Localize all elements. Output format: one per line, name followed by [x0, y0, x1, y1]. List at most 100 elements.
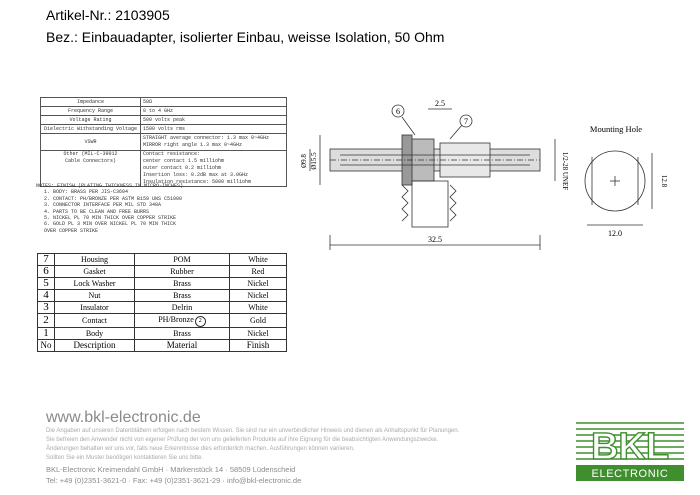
dim-d2-text: Ø9.8 [300, 154, 308, 168]
callout-7-leader [449, 124, 463, 140]
header-finish: Finish [229, 339, 287, 352]
spec-label: VSWR [40, 133, 141, 151]
logo-band [576, 465, 684, 481]
part-no: 4 [37, 289, 55, 302]
callout-6-leader [401, 116, 416, 136]
spec-label: Frequency Range [40, 106, 141, 116]
note-line: 1. BODY: BRASS PER JIS-C3604 [44, 189, 129, 196]
part-material: POM [134, 253, 230, 266]
part-material: Rubber [134, 265, 230, 278]
part-description: Contact [54, 313, 135, 328]
header-description: Description [54, 339, 135, 352]
callout-6-circle [391, 104, 405, 118]
note-line: 4. PARTS TO BE CLEAN AND FREE BURRS [44, 208, 150, 215]
callout-6-label: 6 [396, 107, 400, 116]
note-line: 3. CONNECTOR INTERFACE PER MIL STD 348A [44, 202, 162, 209]
spec-value: 50Ω [140, 97, 287, 107]
spec-value: STRAIGHT average connector: 1.3 max 0~4G… [140, 133, 287, 151]
part-no: 5 [37, 277, 55, 290]
disclaimer-line: Änderungen behalten wir uns vor, falls n… [46, 446, 355, 452]
part-finish: Red [229, 265, 287, 278]
note-line: NOTES: FINISH (PLATING THICKNESS IN MICR… [36, 183, 184, 189]
header-material: Material [134, 339, 230, 352]
part-description: Lock Washer [54, 277, 135, 290]
logo-stripes [576, 422, 684, 460]
note-line: 6. GOLD PL 3 MIN OVER NICKEL PL 70 MIN T… [44, 221, 177, 228]
callout-7-circle [459, 114, 473, 128]
header-no: No [37, 339, 55, 352]
mounting-hole-label: Mounting Hole [590, 124, 642, 134]
footer-url[interactable]: www.bkl-electronic.de [46, 409, 201, 426]
part-description: Gasket [54, 265, 135, 278]
part-finish: Nickel [229, 289, 287, 302]
dim-d1-text: Ø15.5 [310, 152, 318, 170]
spec-value: 500 volts peak [140, 115, 287, 125]
logo-sub-text: ELECTRONIC [592, 468, 669, 480]
article-description: Bez.: Einbauadapter, isolierter Einbau, … [46, 29, 445, 45]
dim-length-text: 32.5 [428, 235, 442, 244]
spec-label: Dielectric Withstanding Voltage [40, 124, 141, 134]
spec-value: Contact resistance: center contact 1.5 m… [140, 150, 287, 187]
part-description: Nut [54, 289, 135, 302]
disclaimer-line: Sie befreien den Anwender nicht von eige… [46, 437, 439, 443]
finish-notes: NOTES: FINISH (PLATING THICKNESS IN MICR… [36, 183, 183, 234]
bkl-logo: BKL ELECTRONIC [576, 419, 684, 481]
part-material: Brass [134, 289, 230, 302]
part-finish: Gold [229, 313, 287, 328]
note-line: 5. NICKEL PL 70 MIN THICK OVER COPPER ST… [44, 215, 177, 222]
part-description: Insulator [54, 301, 135, 314]
mounting-hole-circle [584, 150, 646, 212]
part-no: 7 [37, 253, 55, 266]
part-description: Housing [54, 253, 135, 266]
part-description: Body [54, 327, 135, 340]
spec-label: Impedance [40, 97, 141, 107]
thread-right [449, 184, 457, 222]
part-material: Brass [134, 327, 230, 340]
article-number: Artikel-Nr.: 2103905 [46, 7, 170, 23]
spec-label: Other (MIL-C-39012 Cable Connectors) [40, 150, 141, 187]
part-no: 3 [37, 301, 55, 314]
spec-value: 0 to 4 GHz [140, 106, 287, 116]
company-address: BKL-Electronic Kreimendahl GmbH · Märken… [46, 465, 296, 474]
dim-thread-text: 1/2-28 UNEF [561, 152, 569, 190]
part-material: Brass [134, 277, 230, 290]
company-contact: Tel: +49 (0)2351-3621-0 · Fax: +49 (0)23… [46, 476, 302, 485]
thread-left [401, 184, 409, 222]
circled-ref-marker: 2 [194, 316, 206, 327]
part-material-text: PH/Bronze [158, 315, 194, 324]
disclaimer-line: Die Angaben auf unseren Datenblättern er… [46, 428, 460, 434]
part-finish: Nickel [229, 277, 287, 290]
connector-drawing: 6 7 2.5 Ø15.5 Ø9.8 1/2-28 UNEF 32.5 Moun… [300, 99, 668, 250]
dim-top-text: 2.5 [435, 99, 445, 108]
spec-value: 1500 volts rms [140, 124, 287, 134]
spec-label: Voltage Rating [40, 115, 141, 125]
part-no: 6 [37, 265, 55, 278]
part-finish: White [229, 301, 287, 314]
callout-7-label: 7 [464, 117, 468, 126]
part-material: Delrin [134, 301, 230, 314]
spec-row: Other (MIL-C-39012 Cable Connectors)Cont… [40, 150, 287, 187]
part-finish: White [229, 253, 287, 266]
disclaimer-line: Sollten Sie ein Muster benötigen kontakt… [46, 455, 204, 461]
dim-width-text: 12.0 [608, 229, 622, 238]
part-no: 2 [37, 313, 55, 328]
part-no: 1 [37, 327, 55, 340]
note-line: 2. CONTACT: PH/BRONZE PER ASTM B159 UNS … [44, 195, 183, 202]
thread-body [411, 180, 449, 228]
note-line: OVER COPPER STRIKE [44, 227, 99, 234]
